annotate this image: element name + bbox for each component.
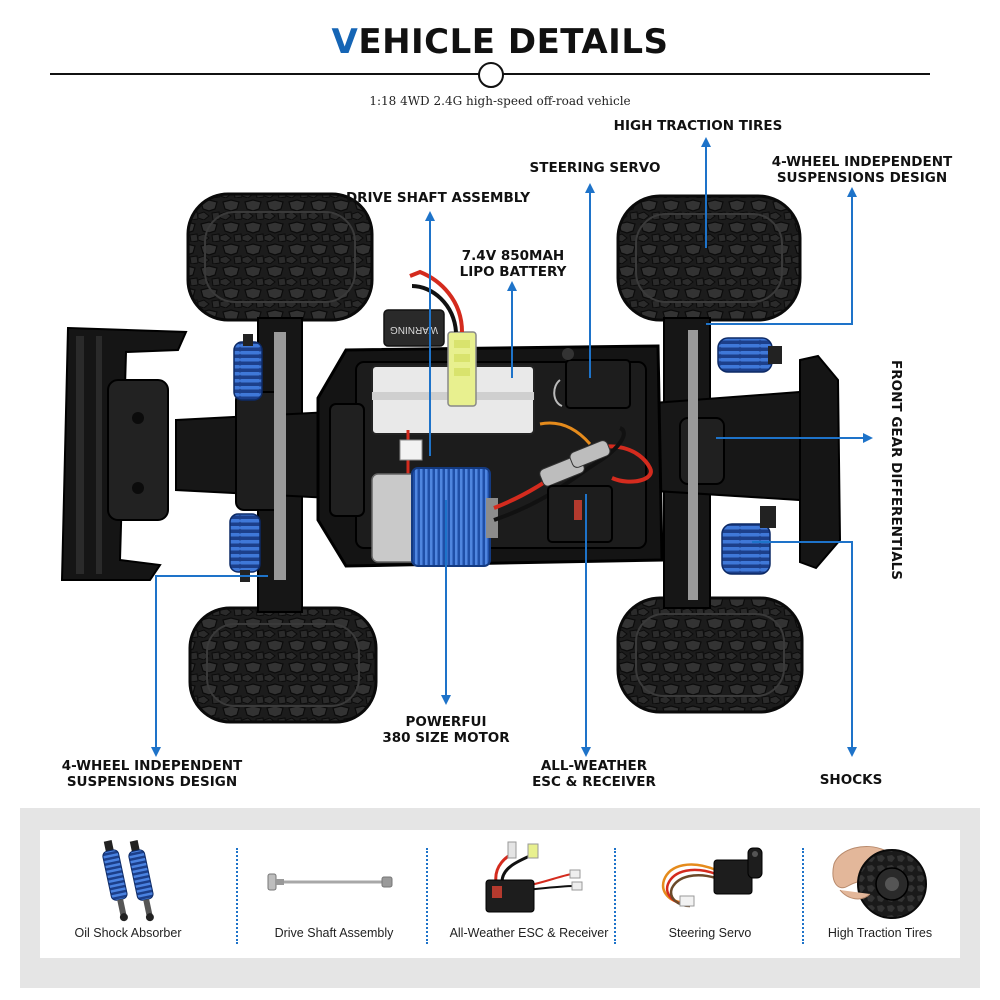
rear-upper-shock: [233, 334, 263, 401]
label-steering-servo: STEERING SERVO: [529, 160, 661, 176]
rear-suspension-arms: [175, 317, 331, 613]
accessory-divider: [236, 848, 238, 944]
motor-wires: [493, 421, 653, 522]
label-battery: 7.4V 850MAH LIPO BATTERY: [459, 248, 567, 280]
front-right-tire: [616, 596, 804, 714]
accessory-label: All-Weather ESC & Receiver: [449, 926, 609, 940]
rear-lower-shock: [229, 513, 261, 582]
title-accent-letter: V: [331, 22, 359, 62]
page-title: VEHICLE DETAILS: [0, 22, 1000, 62]
label-drive-shaft: DRIVE SHAFT ASSEMBLY: [345, 190, 531, 206]
steering-servo-icon: [661, 847, 763, 908]
accessory-label: Steering Servo: [668, 926, 752, 940]
front-suspension-arms: [639, 317, 842, 609]
accessory-label: Drive Shaft Assembly: [274, 926, 394, 940]
accessory-label: High Traction Tires: [827, 926, 933, 940]
label-suspension-rear: 4-WHEEL INDEPENDENT SUSPENSIONS DESIGN: [61, 758, 243, 790]
battery-warning-label: WARNING: [390, 324, 438, 335]
front-left-tire: [616, 194, 802, 322]
title-rest: EHICLE DETAILS: [358, 22, 669, 62]
accessory-esc-receiver: All-Weather ESC & Receiver: [436, 830, 622, 958]
front-upper-shock: [717, 337, 782, 373]
rc-car-top-view: WARNING: [60, 137, 873, 757]
arrow-shocks: [752, 541, 857, 757]
accessory-drive-shaft-assembly: Drive Shaft Assembly: [246, 830, 422, 958]
accessories-panel: Oil Shock Absorber Drive Shaft Assembly: [20, 808, 980, 988]
accessory-high-traction-tires: High Traction Tires: [800, 830, 960, 958]
esc-receiver-box: [547, 485, 613, 543]
front-lower-shock: [721, 506, 776, 575]
label-suspension-front: 4-WHEEL INDEPENDENT SUSPENSIONS DESIGN: [771, 154, 953, 186]
page-subtitle: 1:18 4WD 2.4G high-speed off-road vehicl…: [369, 94, 631, 108]
label-esc: ALL-WEATHER ESC & RECEIVER: [532, 758, 656, 790]
rear-wing: [60, 326, 188, 581]
esc-receiver-icon: [485, 841, 583, 913]
accessory-label: Oil Shock Absorber: [74, 926, 182, 940]
tire-in-hand-icon: [832, 846, 927, 919]
shock-absorber-icon: [102, 840, 154, 922]
label-high-traction-tires: HIGH TRACTION TIRES: [613, 118, 783, 134]
380-motor: [371, 467, 498, 567]
label-shocks: SHOCKS: [819, 772, 883, 788]
arrow-suspension-front: [706, 187, 857, 325]
accessory-oil-shock-absorber: Oil Shock Absorber: [40, 830, 216, 958]
rear-left-tire: [186, 192, 374, 322]
drive-shaft-icon: [267, 873, 393, 891]
title-divider-dot: [478, 62, 504, 88]
steering-servo-unit: [553, 348, 631, 409]
rear-right-tire: [188, 606, 378, 724]
label-motor: POWERFUI 380 SIZE MOTOR: [382, 714, 510, 746]
accessory-divider: [614, 848, 616, 944]
arrow-suspension-rear: [151, 575, 268, 757]
accessories-strip: Oil Shock Absorber Drive Shaft Assembly: [40, 830, 960, 958]
accessory-divider: [426, 848, 428, 944]
accessory-steering-servo: Steering Servo: [620, 830, 800, 958]
accessory-divider: [802, 848, 804, 944]
